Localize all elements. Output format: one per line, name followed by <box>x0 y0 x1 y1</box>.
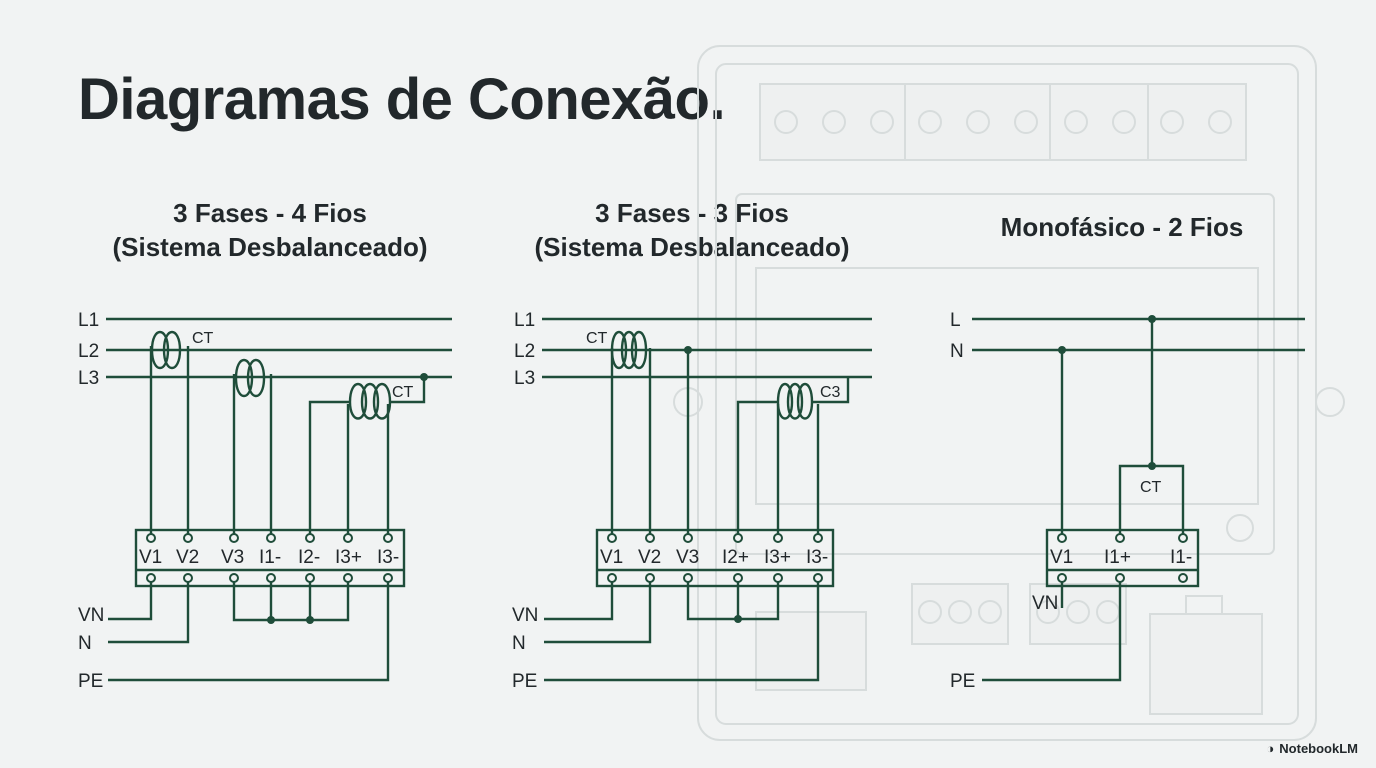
p3-ct-label: CT <box>1140 479 1162 496</box>
notebooklm-logo-icon: ◑ <box>1266 741 1275 756</box>
page-title: Diagramas de Conexão. <box>78 67 726 132</box>
brand-name: NotebookLM <box>1279 741 1358 756</box>
p1-ct2 <box>234 358 266 398</box>
p2-ct1 <box>610 330 648 370</box>
panel-1-title-line1: 3 Fases - 4 Fios <box>173 198 367 228</box>
panel-3-title-line1: Monofásico - 2 Fios <box>1000 212 1244 242</box>
p2-label-l2: L2 <box>514 341 535 362</box>
p1-terminal-v1: V1 <box>139 547 162 568</box>
p3-label-l: L <box>950 310 961 331</box>
p2-ct3-label: C3 <box>820 384 841 401</box>
brand-watermark: ◑ NotebookLM <box>1266 741 1358 756</box>
panel-2-diagram: L1 L2 L3 CT C3 V1 V2 V3 I2+ I3+ I3- VN N… <box>512 310 872 692</box>
p1-label-l3: L3 <box>78 368 99 389</box>
p2-terminal-block <box>595 528 835 588</box>
p1-label-pe: PE <box>78 671 103 692</box>
p1-label-vn: VN <box>78 605 104 626</box>
p3-label-pe: PE <box>950 671 975 692</box>
p1-terminal-i3-plus: I3+ <box>335 547 362 568</box>
panel-2-title-line1: 3 Fases - 3 Fios <box>595 198 789 228</box>
p1-ct1 <box>150 330 182 370</box>
p1-terminal-i2-minus: I2- <box>298 547 320 568</box>
p1-terminal-v2: V2 <box>176 547 199 568</box>
panel-1-diagram: L1 L2 L3 CT CT V1 V2 V3 I1- <box>78 310 452 692</box>
p2-terminal-v1: V1 <box>600 547 623 568</box>
p2-terminal-i2-plus: I2+ <box>722 547 749 568</box>
panel-1-title: 3 Fases - 4 Fios (Sistema Desbalanceado) <box>100 196 440 264</box>
panel-3-diagram: L N CT V1 I1+ I1- VN PE <box>950 310 1305 692</box>
p3-terminal-block <box>1045 528 1200 588</box>
p2-label-l1: L1 <box>514 310 535 331</box>
p1-label-n: N <box>78 633 92 654</box>
background-meter-illustration <box>673 45 1345 741</box>
p2-label-n: N <box>512 633 526 654</box>
p1-terminal-i3-minus: I3- <box>377 547 399 568</box>
p1-label-l2: L2 <box>78 341 99 362</box>
p1-terminal-v3: V3 <box>221 547 244 568</box>
p2-terminal-i3-minus: I3- <box>806 547 828 568</box>
p2-label-pe: PE <box>512 671 537 692</box>
p2-terminal-i3-plus: I3+ <box>764 547 791 568</box>
p1-terminal-i1-minus: I1- <box>259 547 281 568</box>
panel-2-title-line2: (Sistema Desbalanceado) <box>534 232 850 262</box>
p3-terminal-v1: V1 <box>1050 547 1073 568</box>
p3-label-vn: VN <box>1032 593 1058 614</box>
p2-label-vn: VN <box>512 605 538 626</box>
p3-terminal-i1-minus: I1- <box>1170 547 1192 568</box>
p2-label-l3: L3 <box>514 368 535 389</box>
p2-terminal-v3: V3 <box>676 547 699 568</box>
p1-label-l1: L1 <box>78 310 99 331</box>
p3-terminal-i1-plus: I1+ <box>1104 547 1131 568</box>
p1-ct1-label: CT <box>192 330 214 347</box>
p1-ct3 <box>348 382 392 420</box>
panel-2-title: 3 Fases - 3 Fios (Sistema Desbalanceado) <box>522 196 862 264</box>
p3-label-n: N <box>950 341 964 362</box>
p2-ct1-label: CT <box>586 330 608 347</box>
panel-1-title-line2: (Sistema Desbalanceado) <box>112 232 428 262</box>
p2-terminal-v2: V2 <box>638 547 661 568</box>
p2-ct3 <box>776 382 814 420</box>
p1-ct3-label: CT <box>392 384 414 401</box>
p3-ct <box>1118 464 1185 538</box>
panel-3-title: Monofásico - 2 Fios <box>972 210 1272 244</box>
